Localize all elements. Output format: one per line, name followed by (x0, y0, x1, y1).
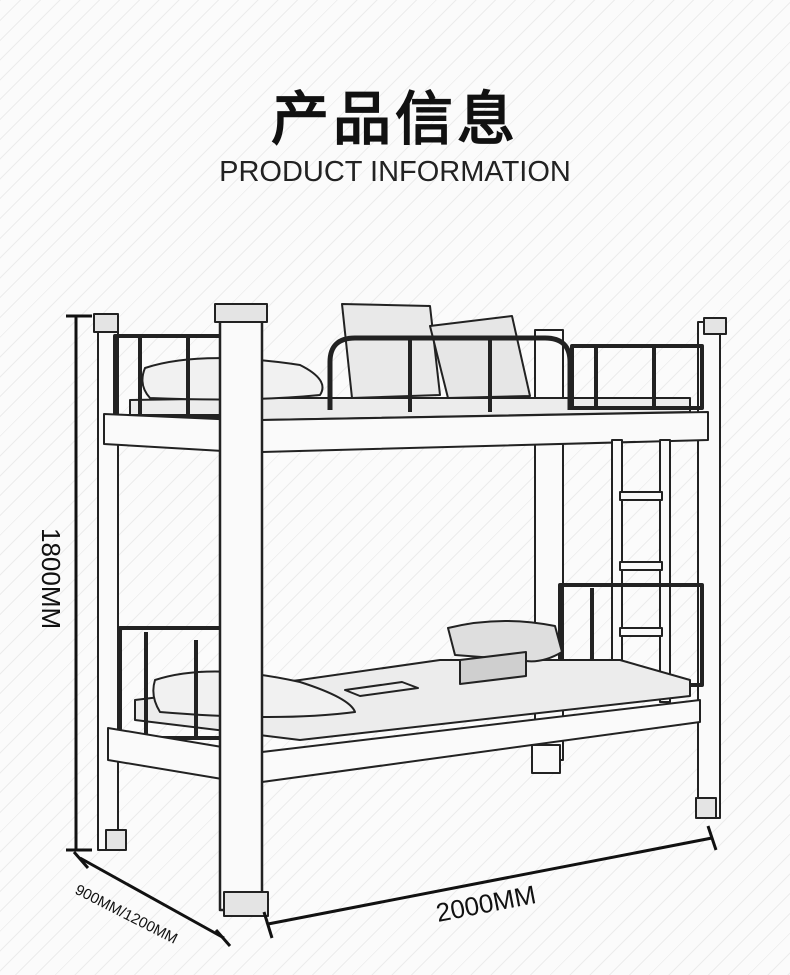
books-stack (459, 651, 527, 685)
page-subtitle: PRODUCT INFORMATION (219, 156, 571, 188)
height-dimension-label: 1800MM (36, 528, 66, 629)
lower-mattress (134, 659, 691, 741)
decor-pillow-right (429, 315, 531, 399)
width-dimension-label: 900MM/1200MM (72, 881, 180, 947)
ladder (611, 439, 671, 703)
notebook (344, 681, 419, 697)
upper-headboard-rail (327, 335, 573, 410)
front-post-left (218, 308, 264, 912)
dimension-lines (66, 314, 718, 947)
page-title: 产品信息 (270, 85, 519, 153)
length-dimension-label: 2000MM (433, 879, 538, 928)
decor-pillow-left (341, 303, 441, 399)
